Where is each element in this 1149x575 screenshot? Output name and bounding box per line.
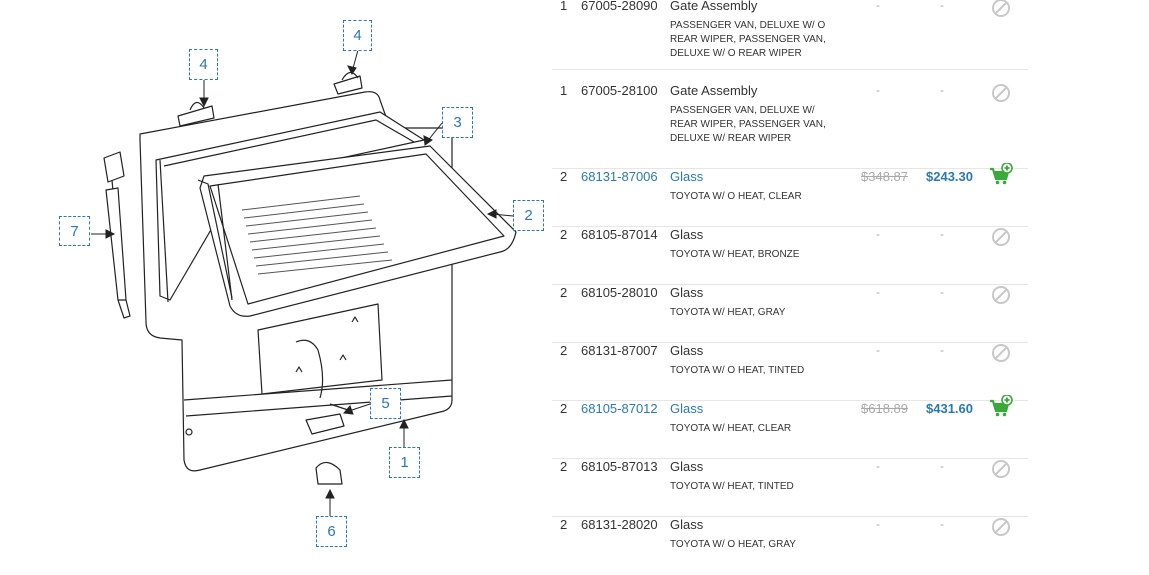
callout-hinge-left[interactable]: 4: [189, 49, 218, 80]
part-number: 68131-28020: [581, 517, 658, 532]
part-name: Glass: [670, 285, 704, 300]
part-description: TOYOTA W/ O HEAT, GRAY: [670, 539, 796, 550]
part-number: 68105-28010: [581, 285, 658, 300]
list-price: -: [876, 83, 880, 97]
cart-plus-icon: [990, 394, 1013, 417]
part-number: 68105-87013: [581, 459, 658, 474]
callout-hinge-right[interactable]: 4: [343, 20, 372, 51]
unavailable-indicator: [989, 341, 1013, 365]
unavailable-indicator: [989, 515, 1013, 539]
sale-price: $431.60: [926, 401, 973, 416]
sale-price: -: [940, 0, 944, 12]
part-name: Glass: [670, 459, 704, 474]
unavailable-icon: [992, 0, 1010, 17]
part-description: PASSENGER VAN, DELUXE W/ REAR WIPER, PAS…: [670, 105, 826, 144]
parts-diagram: 4 4 3 2 7 5 1 6: [0, 0, 545, 556]
callout-lock[interactable]: 5: [370, 388, 401, 419]
part-name: Glass: [670, 343, 704, 358]
unavailable-icon: [992, 518, 1010, 536]
part-name: Gate Assembly: [670, 0, 758, 13]
callout-gate-assembly[interactable]: 1: [389, 447, 420, 478]
part-description: TOYOTA W/ O HEAT, CLEAR: [670, 191, 802, 202]
list-price: $618.89: [861, 401, 908, 416]
part-number: 67005-28090: [581, 0, 658, 13]
part-qty: 2: [560, 169, 568, 184]
list-price: -: [876, 343, 880, 357]
part-name[interactable]: Glass: [670, 169, 704, 184]
unavailable-indicator: [989, 283, 1013, 307]
part-number[interactable]: 68131-87006: [581, 169, 658, 184]
part-qty: 1: [560, 0, 568, 13]
part-description: PASSENGER VAN, DELUXE W/ O REAR WIPER, P…: [670, 20, 826, 59]
unavailable-icon: [992, 228, 1010, 246]
part-description: TOYOTA W/ HEAT, BRONZE: [670, 249, 800, 260]
part-qty: 2: [560, 227, 568, 242]
part-qty: 1: [560, 83, 568, 98]
part-number[interactable]: 68105-87012: [581, 401, 658, 416]
list-price: $348.87: [861, 169, 908, 184]
part-number: 68105-87014: [581, 227, 658, 242]
part-description: TOYOTA W/ HEAT, CLEAR: [670, 423, 792, 434]
list-price: -: [876, 0, 880, 12]
part-qty: 2: [560, 459, 568, 474]
unavailable-indicator: [989, 81, 1013, 105]
part-name[interactable]: Glass: [670, 401, 704, 416]
callout-clip[interactable]: 6: [316, 516, 347, 547]
add-to-cart-button[interactable]: [989, 394, 1013, 419]
unavailable-icon: [992, 344, 1010, 362]
callout-window-frame[interactable]: 3: [442, 107, 473, 138]
part-name: Gate Assembly: [670, 83, 758, 98]
unavailable-icon: [992, 460, 1010, 478]
part-name: Glass: [670, 227, 704, 242]
unavailable-icon: [992, 286, 1010, 304]
part-description: TOYOTA W/ HEAT, GRAY: [670, 307, 786, 318]
unavailable-indicator: [989, 457, 1013, 481]
add-to-cart-button[interactable]: [989, 162, 1013, 187]
sale-price: -: [940, 517, 944, 531]
unavailable-indicator: [989, 225, 1013, 249]
callout-glass[interactable]: 2: [513, 200, 544, 231]
sale-price: -: [940, 83, 944, 97]
list-price: -: [876, 285, 880, 299]
part-qty: 2: [560, 517, 568, 532]
callout-strut[interactable]: 7: [59, 216, 90, 246]
cart-plus-icon: [990, 162, 1013, 185]
list-price: -: [876, 517, 880, 531]
sale-price: $243.30: [926, 169, 973, 184]
unavailable-icon: [992, 84, 1010, 102]
sale-price: -: [940, 459, 944, 473]
list-price: -: [876, 459, 880, 473]
sale-price: -: [940, 285, 944, 299]
part-number: 67005-28100: [581, 83, 658, 98]
back-door-illustration: [91, 49, 517, 516]
sale-price: -: [940, 227, 944, 241]
part-qty: 2: [560, 401, 568, 416]
unavailable-indicator: [989, 0, 1013, 20]
part-qty: 2: [560, 285, 568, 300]
part-description: TOYOTA W/ HEAT, TINTED: [670, 481, 794, 492]
part-description: TOYOTA W/ O HEAT, TINTED: [670, 365, 805, 376]
part-name: Glass: [670, 517, 704, 532]
part-number: 68131-87007: [581, 343, 658, 358]
sale-price: -: [940, 343, 944, 357]
part-qty: 2: [560, 343, 568, 358]
list-price: -: [876, 227, 880, 241]
